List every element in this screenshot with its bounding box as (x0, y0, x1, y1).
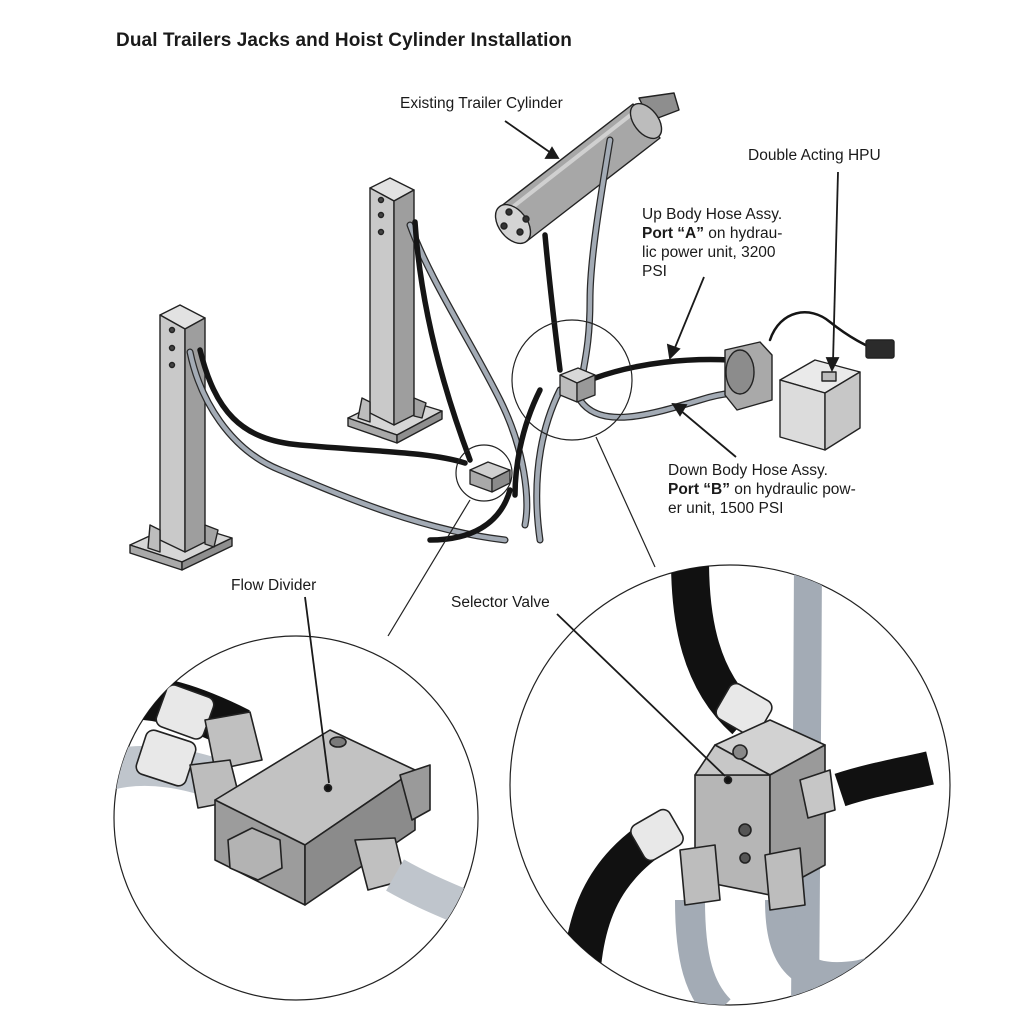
label-flow-divider: Flow Divider (231, 577, 317, 594)
label-hpu: Double Acting HPU (748, 147, 881, 164)
trailer-jack-left (129, 304, 233, 571)
leader-lines (304, 120, 840, 784)
selector-valve-small (559, 367, 596, 403)
hydraulic-power-unit (724, 339, 895, 451)
detail-callouts (113, 319, 951, 1006)
selector-valve-detail (561, 565, 942, 1005)
label-down-hose: Down Body Hose Assy. Port “B” on hydraul… (668, 462, 856, 517)
flow-divider-small (469, 461, 511, 493)
trailer-jack-right (347, 177, 443, 444)
page-title: Dual Trailers Jacks and Hoist Cylinder I… (116, 30, 572, 51)
flow-divider-detail (114, 675, 478, 932)
label-up-hose: Up Body Hose Assy. Port “A” on hydrau- l… (642, 206, 783, 280)
label-existing-cylinder: Existing Trailer Cylinder (400, 95, 563, 112)
label-selector-valve: Selector Valve (451, 594, 550, 611)
trailer-cylinder (494, 92, 680, 245)
